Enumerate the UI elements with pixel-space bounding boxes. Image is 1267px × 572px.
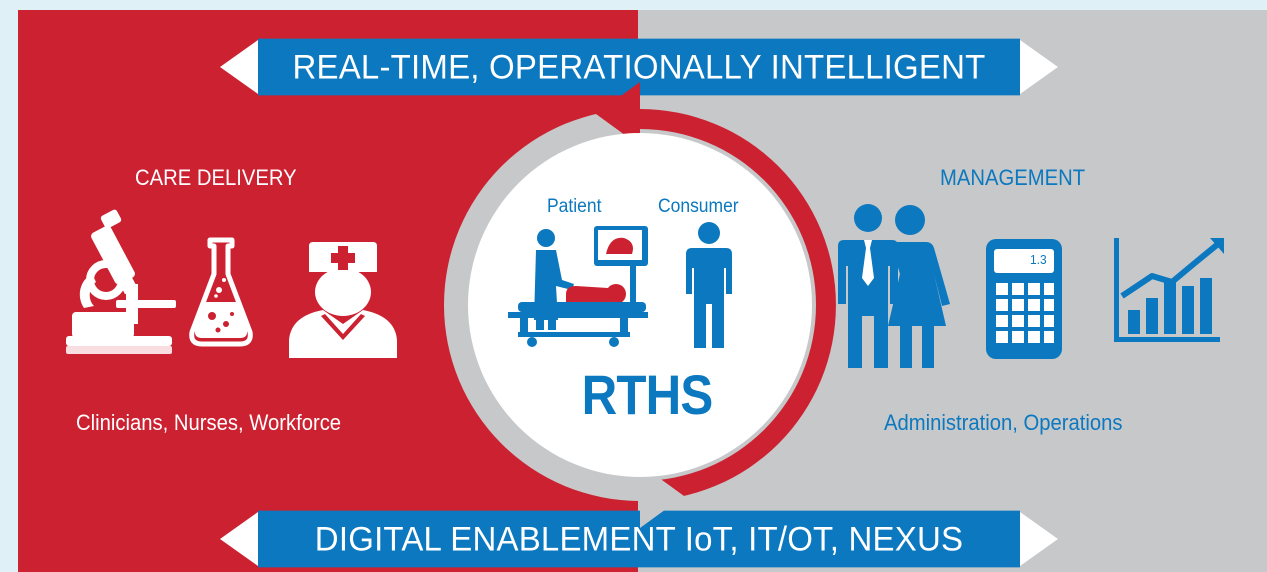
right-arrowhead-bottom: [1020, 512, 1058, 566]
rths-title: RTHS: [581, 363, 714, 426]
calculator-icon: [986, 239, 1062, 359]
calculator-display: 1.3: [1030, 252, 1047, 267]
growth-chart-icon: [1114, 238, 1224, 342]
management-caption: Administration, Operations: [884, 410, 1123, 435]
top-banner: REAL-TIME, OPERATIONALLY INTELLIGENT: [258, 38, 1020, 96]
right-arrowhead-top: [1020, 40, 1058, 94]
bottom-banner: DIGITAL ENABLEMENT IoT, IT/OT, NEXUS: [258, 510, 1020, 568]
left-arrowhead-bottom: [220, 512, 258, 566]
cycle-arrow-top-icon: [596, 82, 640, 146]
care-delivery-caption: Clinicians, Nurses, Workforce: [76, 410, 342, 435]
flask-icon: [189, 237, 253, 347]
care-delivery-title: CARE DELIVERY: [135, 165, 297, 190]
management-title: MANAGEMENT: [940, 165, 1086, 190]
center-ring-red: [640, 109, 836, 501]
left-arrowhead-top: [220, 40, 258, 94]
patient-label: Patient: [547, 196, 602, 217]
consumer-label: Consumer: [658, 196, 739, 217]
business-people-icon: [838, 204, 950, 368]
cycle-arrow-bottom-icon: [640, 464, 684, 528]
microscope-icon: [66, 209, 176, 354]
nurse-icon: [289, 242, 397, 358]
ultrasound-exam-icon: [508, 226, 648, 347]
consumer-icon: [686, 222, 732, 348]
